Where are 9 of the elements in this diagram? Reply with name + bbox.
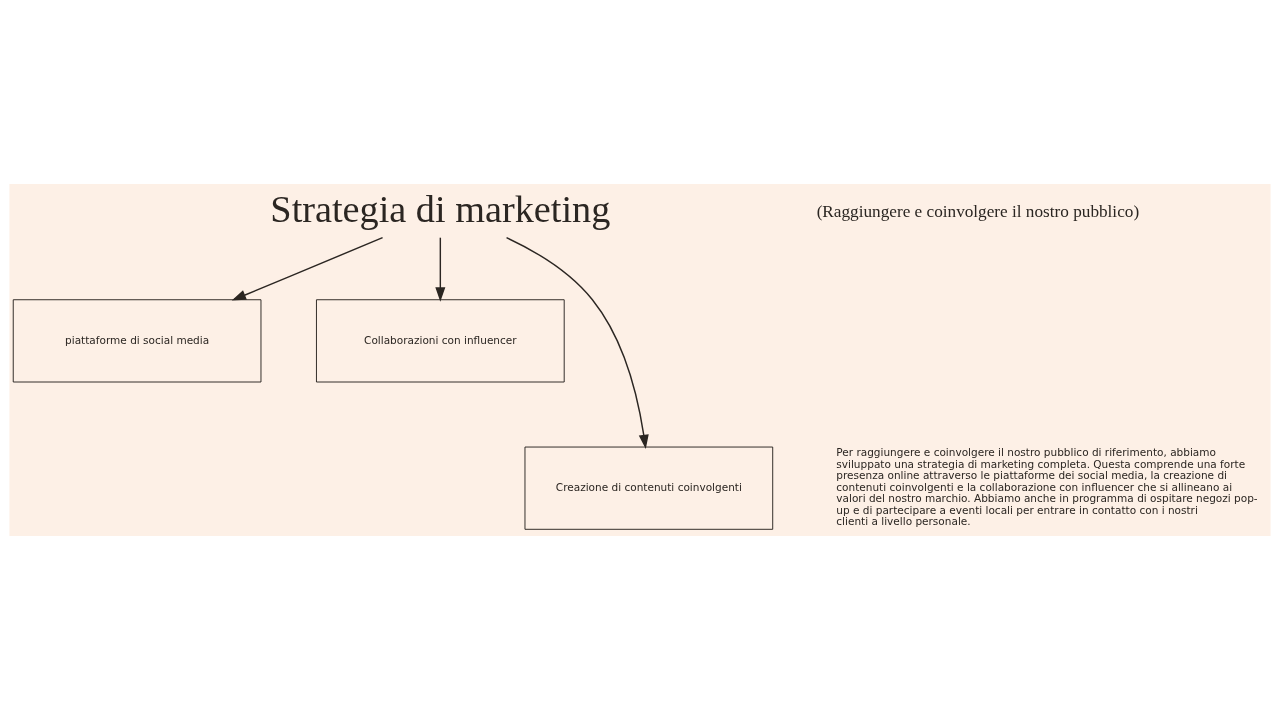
- node-box: Creazione di contenuti coinvolgenti: [524, 446, 774, 530]
- node-box: piattaforme di social media: [12, 299, 262, 383]
- arrow: [231, 237, 384, 301]
- label: Per raggiungere e coinvolgere il nostro pubblico di riferimento, abbiamo sviluppato una strategia di marketing completa. Questa comprende una forte presenza online attraverso le piattaforme dei social media, la creazione di contenuti coinvolgenti e la collaborazione con influencer che si allineano ai valori del nostro marchio. Abbiamo anche in programma di ospitare negozi pop-up e di partecipare a eventi locali per entrare in contatto con i nostri clienti a livello personale.: [836, 446, 1258, 528]
- node-box: Collaborazioni con influencer: [315, 299, 565, 383]
- arrow: [505, 237, 649, 450]
- label: (Raggiungere e coinvolgere il nostro pubblico): [816, 201, 1140, 221]
- arrow: [435, 237, 446, 302]
- node-text: Strategia di marketing: [270, 188, 611, 231]
